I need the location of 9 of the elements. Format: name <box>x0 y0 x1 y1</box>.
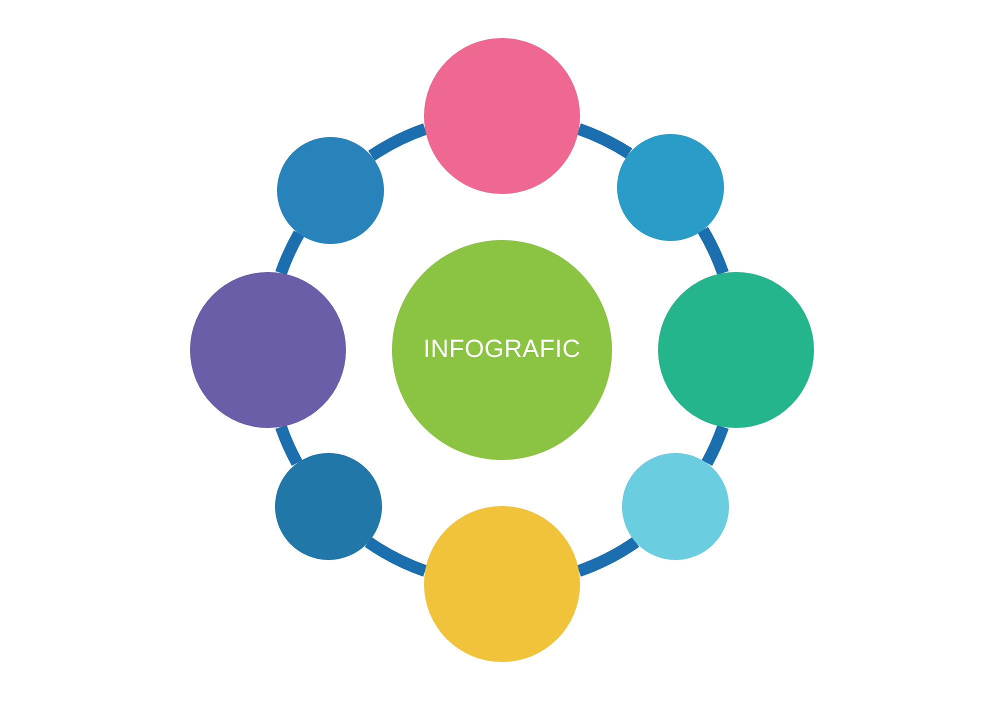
ring-connector <box>576 123 632 159</box>
center-title: INFOGRAFIC <box>423 336 581 364</box>
ring-connector <box>698 227 729 276</box>
ring-connector <box>275 230 304 276</box>
ring-connector <box>364 536 428 577</box>
ring-connector <box>702 424 729 466</box>
ring-connector <box>368 123 428 161</box>
ring-connector <box>275 424 302 466</box>
ring-connector <box>576 536 640 577</box>
